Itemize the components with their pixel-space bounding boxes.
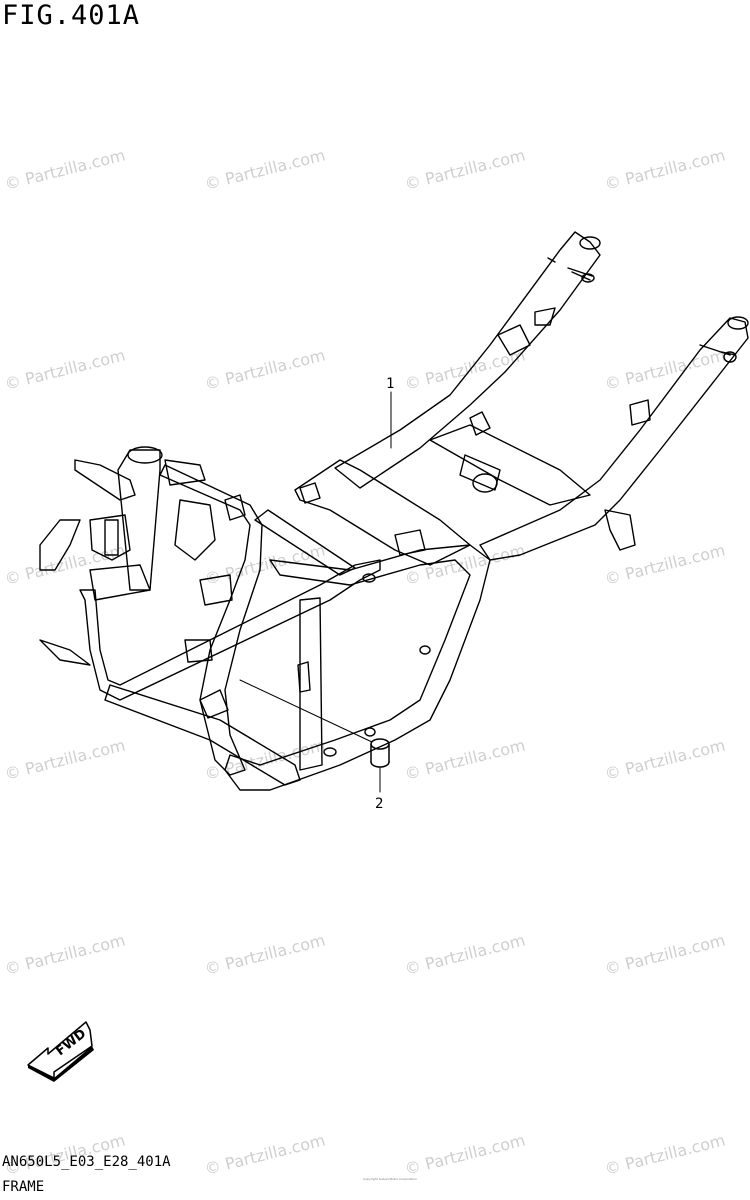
middle-cross-member <box>294 459 471 566</box>
section-name: FRAME <box>2 1179 45 1195</box>
lower-cross-bar <box>104 684 376 786</box>
right-upper-rail <box>479 316 749 561</box>
callout-2-label: 2 <box>375 796 383 812</box>
figure-title: FIG.401A <box>2 0 141 31</box>
head-pipe <box>39 446 206 601</box>
rear-cross-member <box>429 411 591 506</box>
callout-leaders <box>239 391 392 793</box>
left-upper-rail <box>334 231 601 489</box>
callout-1-label: 1 <box>386 376 394 392</box>
front-down-tubes <box>159 464 263 776</box>
bushing-part <box>370 738 390 768</box>
right-main-loop <box>224 544 491 791</box>
fwd-arrow-icon: FWD <box>27 1021 94 1082</box>
model-code: AN650L5_E03_E28_401A <box>2 1154 171 1170</box>
copyright-notice: Copyright Suzuki Motor Corporation <box>363 1177 417 1181</box>
